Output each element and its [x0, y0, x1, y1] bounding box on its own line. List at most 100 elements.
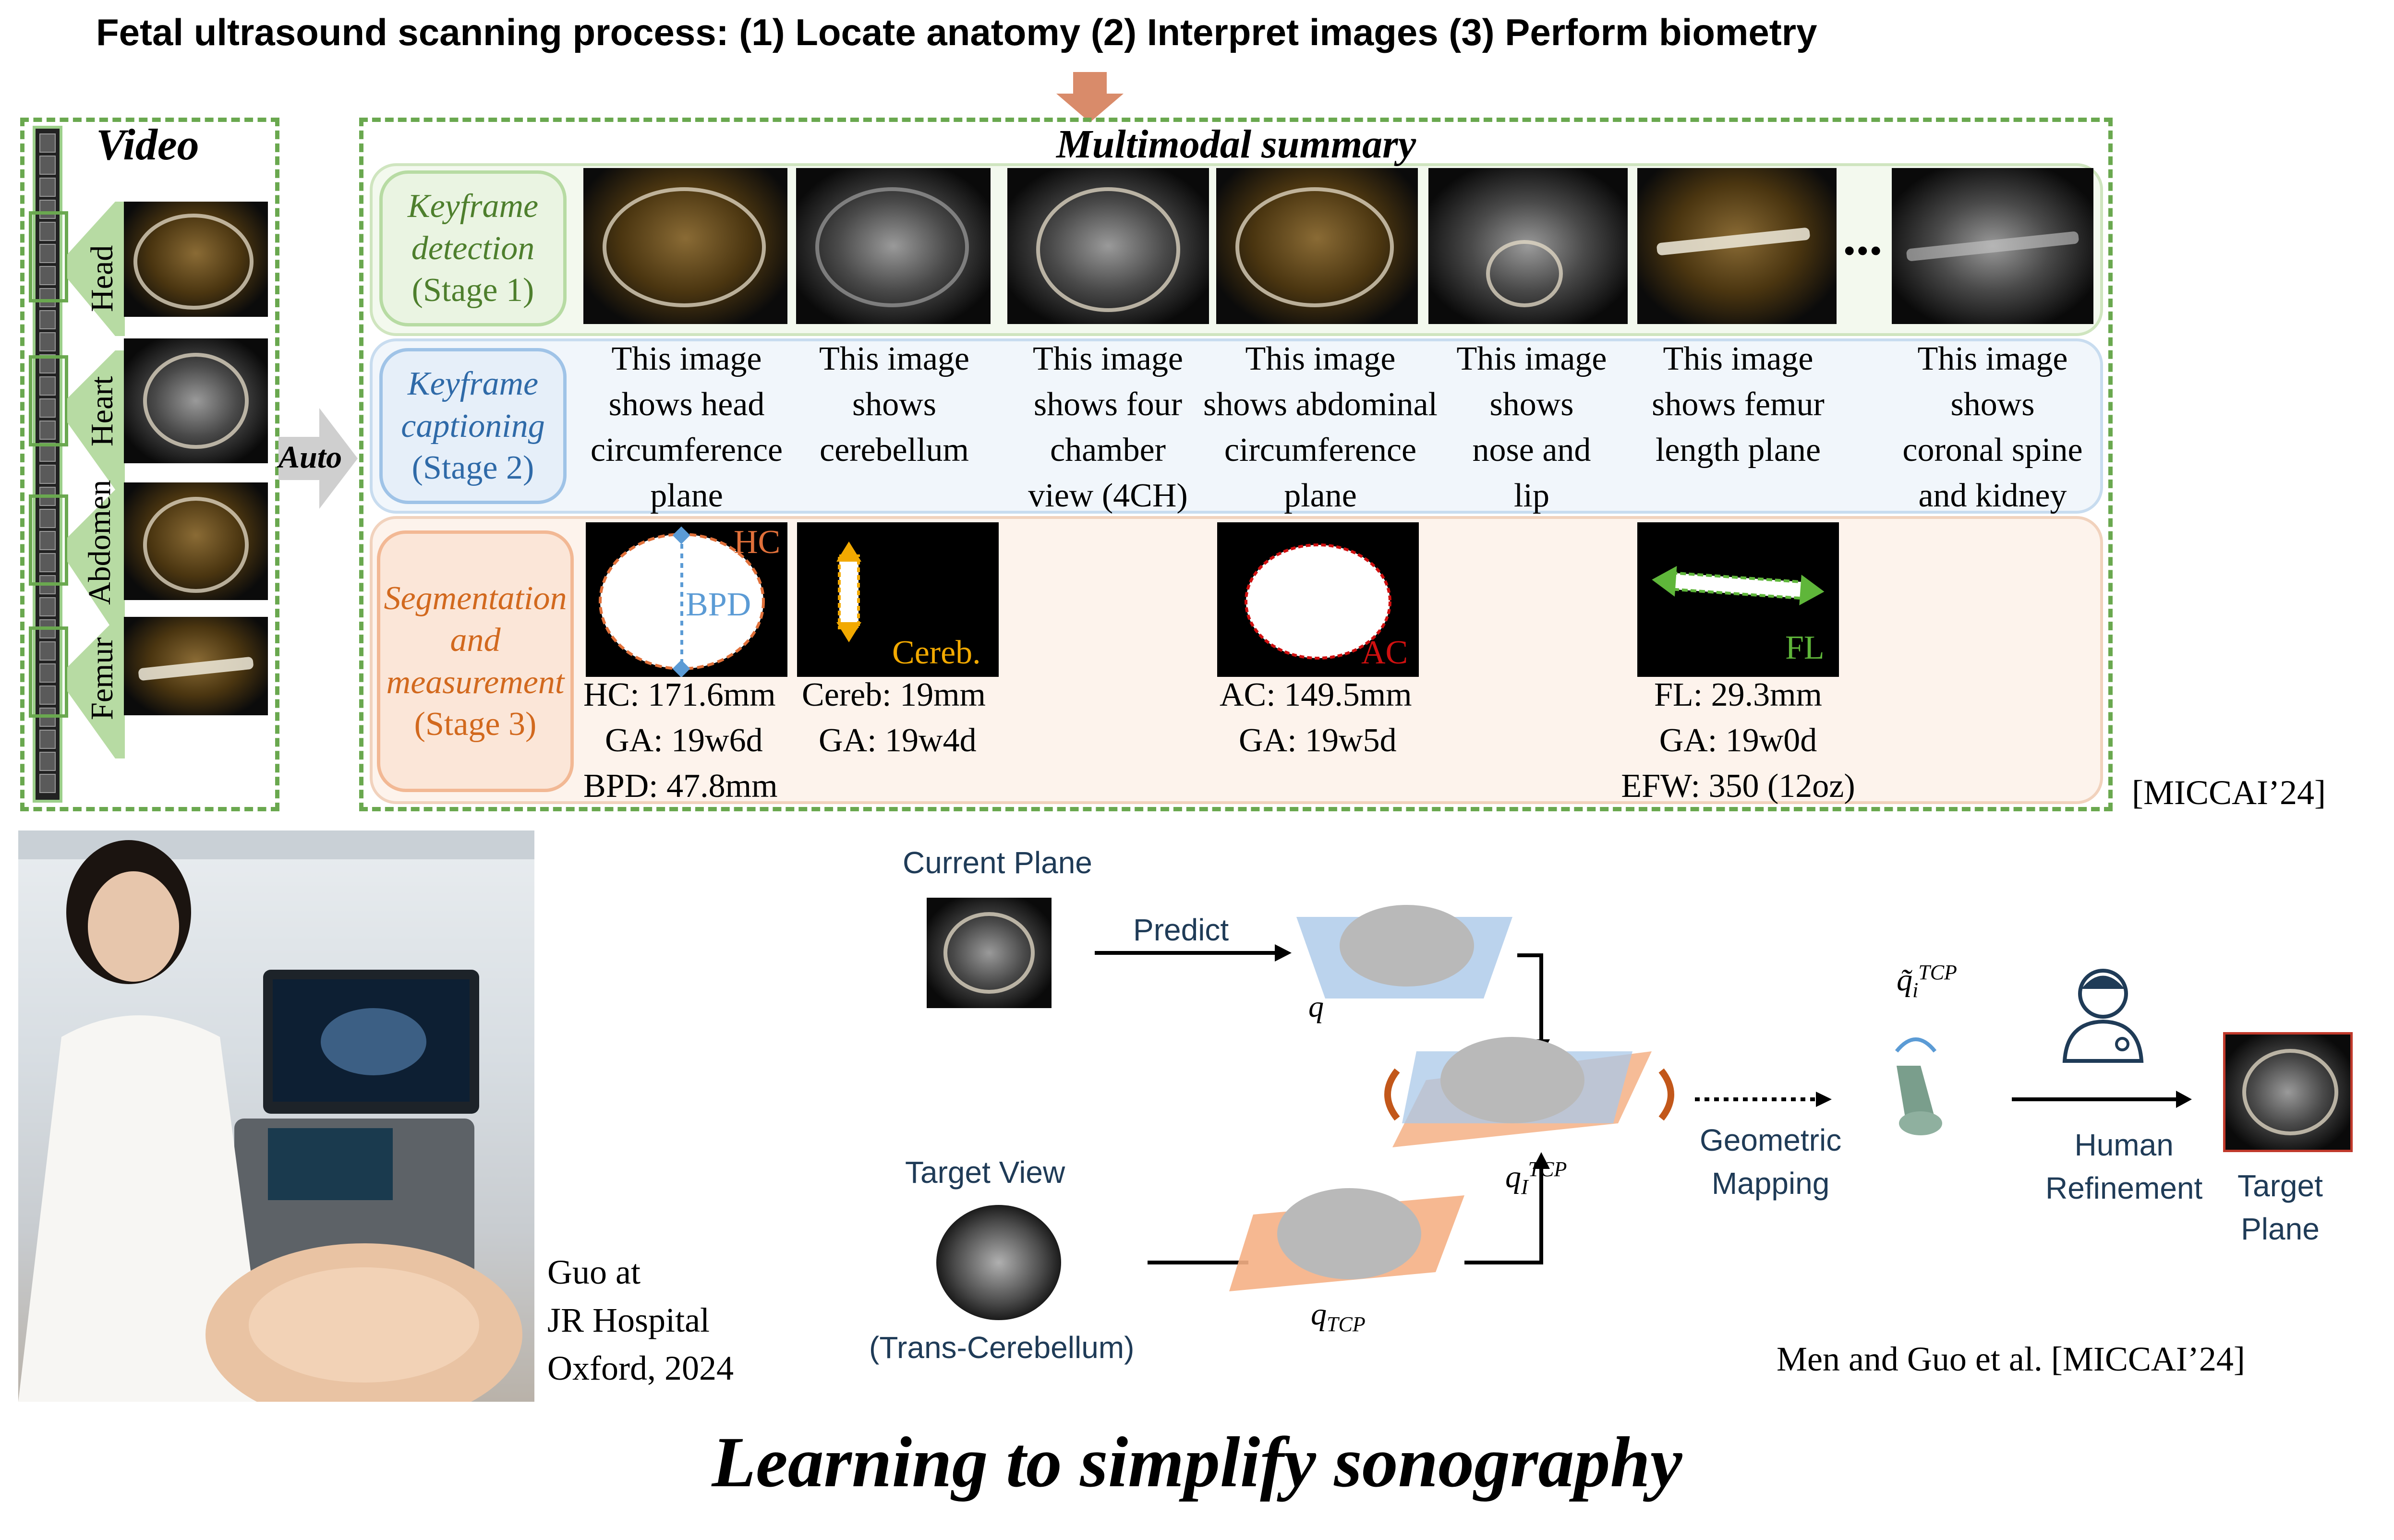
segmentation-cereb — [797, 522, 999, 677]
photo-caption-line: JR Hospital — [547, 1301, 710, 1339]
measurement-hc: HC: 171.6mm GA: 19w6d BPD: 47.8mm — [583, 672, 778, 809]
measurement-line: BPD: 47.8mm — [583, 768, 778, 805]
photo-illustration — [18, 830, 534, 1402]
caption-line: circumference — [1224, 432, 1417, 469]
video-group-label-head: Head — [85, 245, 120, 312]
video-panel — [20, 118, 279, 811]
seg-tag-cereb: Cereb. — [892, 634, 981, 671]
film-frame — [39, 376, 56, 396]
photo-caption-line: Oxford, 2024 — [547, 1349, 734, 1387]
caption-line: shows — [1489, 386, 1574, 423]
qi-tcp-sub: I — [1521, 1175, 1528, 1199]
caption-line: This image — [1663, 340, 1814, 377]
citation-bottom: Men and Guo et al. [MICCAI’24] — [1777, 1340, 2245, 1378]
seg-tag-ac: AC — [1361, 634, 1408, 671]
seg-tag-hc: HC — [734, 524, 781, 561]
photo-caption: Guo at JR Hospital Oxford, 2024 — [547, 1248, 734, 1392]
q-tcp-sub: TCP — [1327, 1312, 1366, 1336]
measurement-line: AC: 149.5mm — [1220, 676, 1412, 713]
page-title: Fetal ultrasound scanning process: (1) L… — [96, 11, 1817, 53]
caption-spine-kidney: This image shows coronal spine and kidne… — [1882, 336, 2103, 518]
measurement-line: GA: 19w5d — [1239, 722, 1397, 759]
label-target-view: Target View — [905, 1155, 1065, 1190]
caption-line: shows — [1950, 386, 2035, 423]
film-frame — [39, 465, 56, 484]
doctor-icon — [2062, 969, 2144, 1063]
auto-arrow-icon — [278, 408, 358, 509]
stage3-line: measurement — [386, 663, 565, 701]
auto-label: Auto — [278, 440, 342, 475]
human-line: Human — [2074, 1128, 2174, 1162]
caption-line: chamber — [1050, 432, 1166, 469]
caption-line: plane — [1284, 477, 1357, 514]
film-frame — [39, 597, 56, 616]
video-group-head — [29, 211, 68, 302]
target-view-image — [936, 1205, 1061, 1320]
film-frame — [39, 266, 56, 285]
film-frame — [39, 641, 56, 661]
film-frame — [39, 421, 56, 440]
fl-mask-drawing — [1652, 566, 1825, 605]
keyframe-nose-lip — [1428, 168, 1628, 324]
label-current-plane: Current Plane — [903, 845, 1092, 880]
video-group-label-abdomen: Abdomen — [82, 480, 117, 605]
keyframe-femur — [1637, 168, 1837, 324]
video-group-femur — [29, 626, 68, 718]
measurement-line: GA: 19w4d — [819, 722, 977, 759]
caption-line: This image — [1033, 340, 1183, 377]
film-frame — [39, 509, 56, 528]
target-plane-image — [2223, 1032, 2353, 1152]
video-group-heart — [29, 355, 68, 446]
video-label: Video — [96, 120, 199, 169]
segmentation-ac — [1217, 522, 1419, 677]
film-frame — [39, 730, 56, 749]
target-plane-line: Plane — [2241, 1212, 2320, 1246]
label-q: q — [1308, 989, 1324, 1023]
film-frame — [39, 332, 56, 351]
film-frame — [39, 310, 56, 329]
video-callout-arrows — [67, 202, 125, 758]
stage2-line: Keyframe — [407, 365, 539, 403]
label-predict: Predict — [1133, 913, 1229, 947]
summary-title: Multimodal summary — [1056, 122, 1416, 167]
current-plane-image — [927, 898, 1052, 1008]
ellipsis: ... — [1843, 207, 1883, 266]
film-frame — [39, 178, 56, 197]
qi-tcp-sup: TCP — [1528, 1157, 1567, 1181]
caption-line: plane — [650, 477, 723, 514]
geometric-line: Mapping — [1711, 1166, 1830, 1201]
cereb-mask-drawing — [836, 541, 861, 642]
caption-line: This image — [1245, 340, 1396, 377]
caption-femur: This image shows femur length plane — [1637, 336, 1839, 473]
q-tcp-base: q — [1311, 1297, 1327, 1332]
qtilde-base: q̃ — [1897, 962, 1912, 998]
down-arrow-icon — [1056, 72, 1124, 122]
film-frame — [39, 200, 56, 219]
video-thumb-femur — [124, 617, 268, 715]
label-qi-tcp: qITCP — [1505, 1157, 1567, 1199]
measurement-line: Cereb: 19mm — [802, 676, 986, 713]
stage1-line: (Stage 1) — [411, 272, 534, 309]
seg-tag-fl: FL — [1785, 629, 1825, 666]
caption-nose-lip: This image shows nose and lip — [1436, 336, 1628, 518]
qtilde-sub: i — [1912, 978, 1919, 1002]
caption-line: circumference — [590, 432, 783, 469]
video-filmstrip — [33, 126, 62, 803]
caption-line: and kidney — [1918, 477, 2067, 514]
caption-abdomen: This image shows abdominal circumference… — [1193, 336, 1448, 518]
video-group-label-femur: Femur — [85, 637, 120, 720]
film-frame — [39, 553, 56, 572]
citation-top: [MICCAI’24] — [2132, 773, 2326, 812]
caption-line: cerebellum — [820, 432, 969, 469]
caption-line: coronal spine — [1902, 432, 2083, 469]
keyframe-cerebellum — [796, 168, 991, 324]
film-frame — [39, 244, 56, 263]
label-geometric-mapping: Geometric Mapping — [1700, 1119, 1841, 1205]
footer-title: Learning to simplify sonography — [712, 1422, 1682, 1502]
keyframe-spine-kidney — [1892, 168, 2093, 324]
caption-cerebellum: This image shows cerebellum — [797, 336, 991, 473]
caption-line: shows four — [1033, 386, 1183, 423]
keyframe-abdomen — [1216, 168, 1418, 324]
video-group-label-heart: Heart — [85, 376, 120, 446]
measurement-cereb: Cereb: 19mm GA: 19w4d — [802, 672, 986, 763]
